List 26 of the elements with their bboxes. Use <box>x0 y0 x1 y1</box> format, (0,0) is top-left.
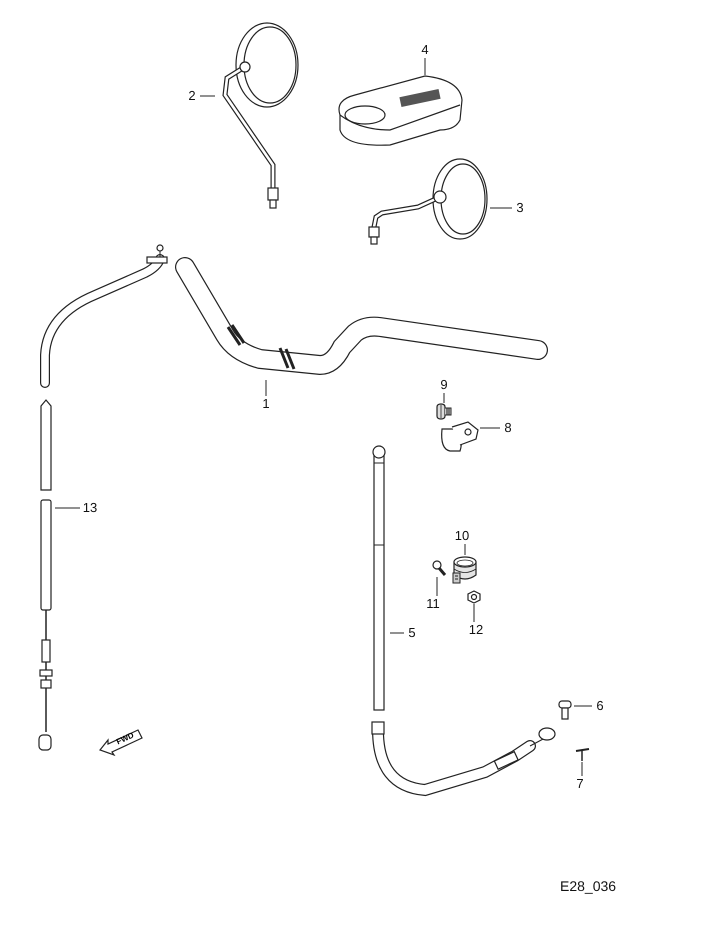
callout-number: 2 <box>184 88 200 104</box>
direction-text: FWD <box>114 730 136 746</box>
callout-number: 3 <box>512 200 528 216</box>
bolt-drawing <box>558 700 574 720</box>
bolt-drawing <box>436 403 452 420</box>
leader-line <box>464 544 466 556</box>
drawing-reference: E28_036 <box>560 878 616 894</box>
callout-number: 6 <box>592 698 608 714</box>
leader-line <box>436 576 438 596</box>
callout-number: 13 <box>80 500 100 516</box>
clamp-drawing <box>438 421 480 452</box>
callout-number: 11 <box>423 596 443 612</box>
callout-number: 4 <box>417 42 433 58</box>
pin-drawing <box>575 748 590 762</box>
nut-drawing <box>467 590 481 604</box>
callout-number: 8 <box>500 420 516 436</box>
clamp-drawing <box>452 555 478 585</box>
leader-line <box>390 632 404 634</box>
callout-number: 5 <box>404 625 420 641</box>
callout-number: 9 <box>436 377 452 393</box>
callout-number: 7 <box>572 776 588 792</box>
callout-number: 1 <box>258 396 274 412</box>
screw-drawing <box>432 560 446 577</box>
leader-line <box>424 58 426 76</box>
callout-number: 12 <box>466 622 486 638</box>
callout-number: 10 <box>452 528 472 544</box>
